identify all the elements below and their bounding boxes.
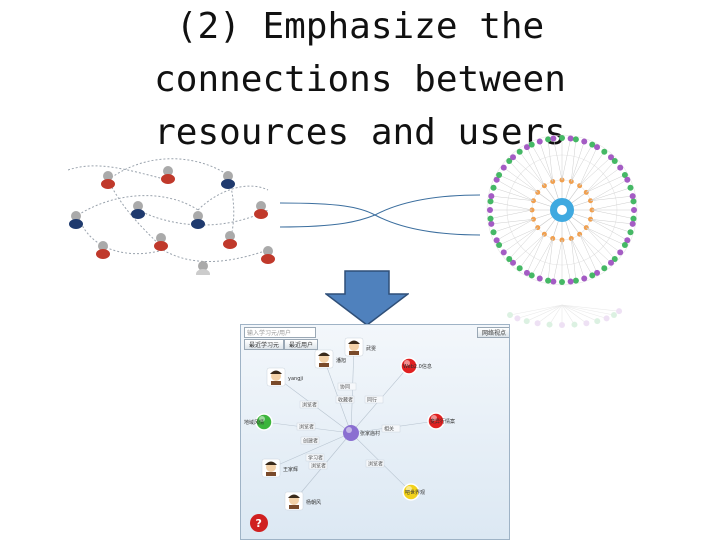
resource-node: 变异行情案 bbox=[427, 412, 455, 430]
relation-tag: 相关 bbox=[381, 424, 401, 433]
title-line-3: resources and users bbox=[154, 112, 566, 153]
svg-text:同行: 同行 bbox=[367, 397, 377, 404]
user-icons bbox=[69, 166, 275, 275]
network-view-button[interactable]: 网络视点 bbox=[477, 327, 509, 338]
svg-text:浏览者: 浏览者 bbox=[368, 461, 383, 468]
center-node: 张家庙村 bbox=[343, 425, 380, 441]
svg-text:浏览者: 浏览者 bbox=[299, 424, 314, 431]
user-node: 武雯 bbox=[344, 337, 376, 357]
svg-text:创建者: 创建者 bbox=[303, 438, 318, 445]
down-arrow-icon bbox=[325, 270, 409, 326]
radial-network-image bbox=[486, 134, 638, 328]
user-node: 王家辉 bbox=[261, 458, 298, 478]
user-node: 杨朝风 bbox=[284, 491, 321, 511]
relation-graph: 浏览者浏览者学习者协同浏览者收藏者同行相关浏览者创建者武雯潘旭yangji王家辉… bbox=[244, 337, 455, 532]
svg-text:杨朝风: 杨朝风 bbox=[306, 499, 321, 506]
user-node: yangji bbox=[266, 367, 303, 387]
search-input[interactable]: 输入学习元/用户 bbox=[244, 327, 316, 338]
svg-text:地域风情: 地域风情 bbox=[244, 419, 264, 426]
svg-text:张家庙村: 张家庙村 bbox=[360, 430, 380, 437]
relation-tag: 浏览者 bbox=[365, 459, 385, 468]
svg-text:?: ? bbox=[256, 517, 262, 530]
svg-text:吧世界观: 吧世界观 bbox=[405, 489, 425, 496]
svg-text:学习者: 学习者 bbox=[308, 455, 323, 462]
svg-text:变异行情案: 变异行情案 bbox=[430, 418, 455, 425]
user-network-image bbox=[68, 158, 275, 275]
svg-text:yangji: yangji bbox=[288, 376, 303, 382]
recent-resources-button[interactable]: 最近学习元 bbox=[244, 339, 285, 350]
svg-text:王家辉: 王家辉 bbox=[283, 466, 298, 473]
title-line-2: connections between bbox=[154, 59, 566, 100]
relation-tag: 创建者 bbox=[300, 436, 320, 445]
relation-tag: 同行 bbox=[364, 395, 384, 404]
svg-text:相关: 相关 bbox=[384, 426, 394, 433]
resource-node: 地域风情 bbox=[244, 413, 273, 431]
svg-text:收藏者: 收藏者 bbox=[338, 397, 353, 404]
svg-text:武雯: 武雯 bbox=[366, 345, 376, 352]
relation-tag: 浏览者 bbox=[296, 422, 316, 431]
connector-curves bbox=[280, 194, 480, 236]
help-icon: ? bbox=[250, 514, 268, 532]
relation-tag: 浏览者 bbox=[299, 400, 319, 409]
user-node: 潘旭 bbox=[314, 349, 346, 369]
relation-tag: 学习者 bbox=[305, 453, 325, 462]
resource-node: 吧世界观 bbox=[402, 483, 425, 501]
svg-text:潘旭: 潘旭 bbox=[336, 357, 346, 364]
title-line-1: (2) Emphasize the bbox=[175, 6, 545, 47]
svg-text:协同: 协同 bbox=[340, 384, 350, 391]
svg-text:Web2.0信息: Web2.0信息 bbox=[403, 363, 432, 370]
svg-text:浏览者: 浏览者 bbox=[302, 402, 317, 409]
slide-title: (2) Emphasize the connections between re… bbox=[0, 0, 720, 159]
svg-text:浏览者: 浏览者 bbox=[311, 463, 326, 470]
recent-users-button[interactable]: 最近用户 bbox=[284, 339, 319, 350]
resource-node: Web2.0信息 bbox=[400, 357, 432, 375]
relation-tag: 浏览者 bbox=[308, 461, 328, 470]
relation-tag: 协同 bbox=[337, 382, 357, 391]
relation-tag: 收藏者 bbox=[335, 395, 355, 404]
